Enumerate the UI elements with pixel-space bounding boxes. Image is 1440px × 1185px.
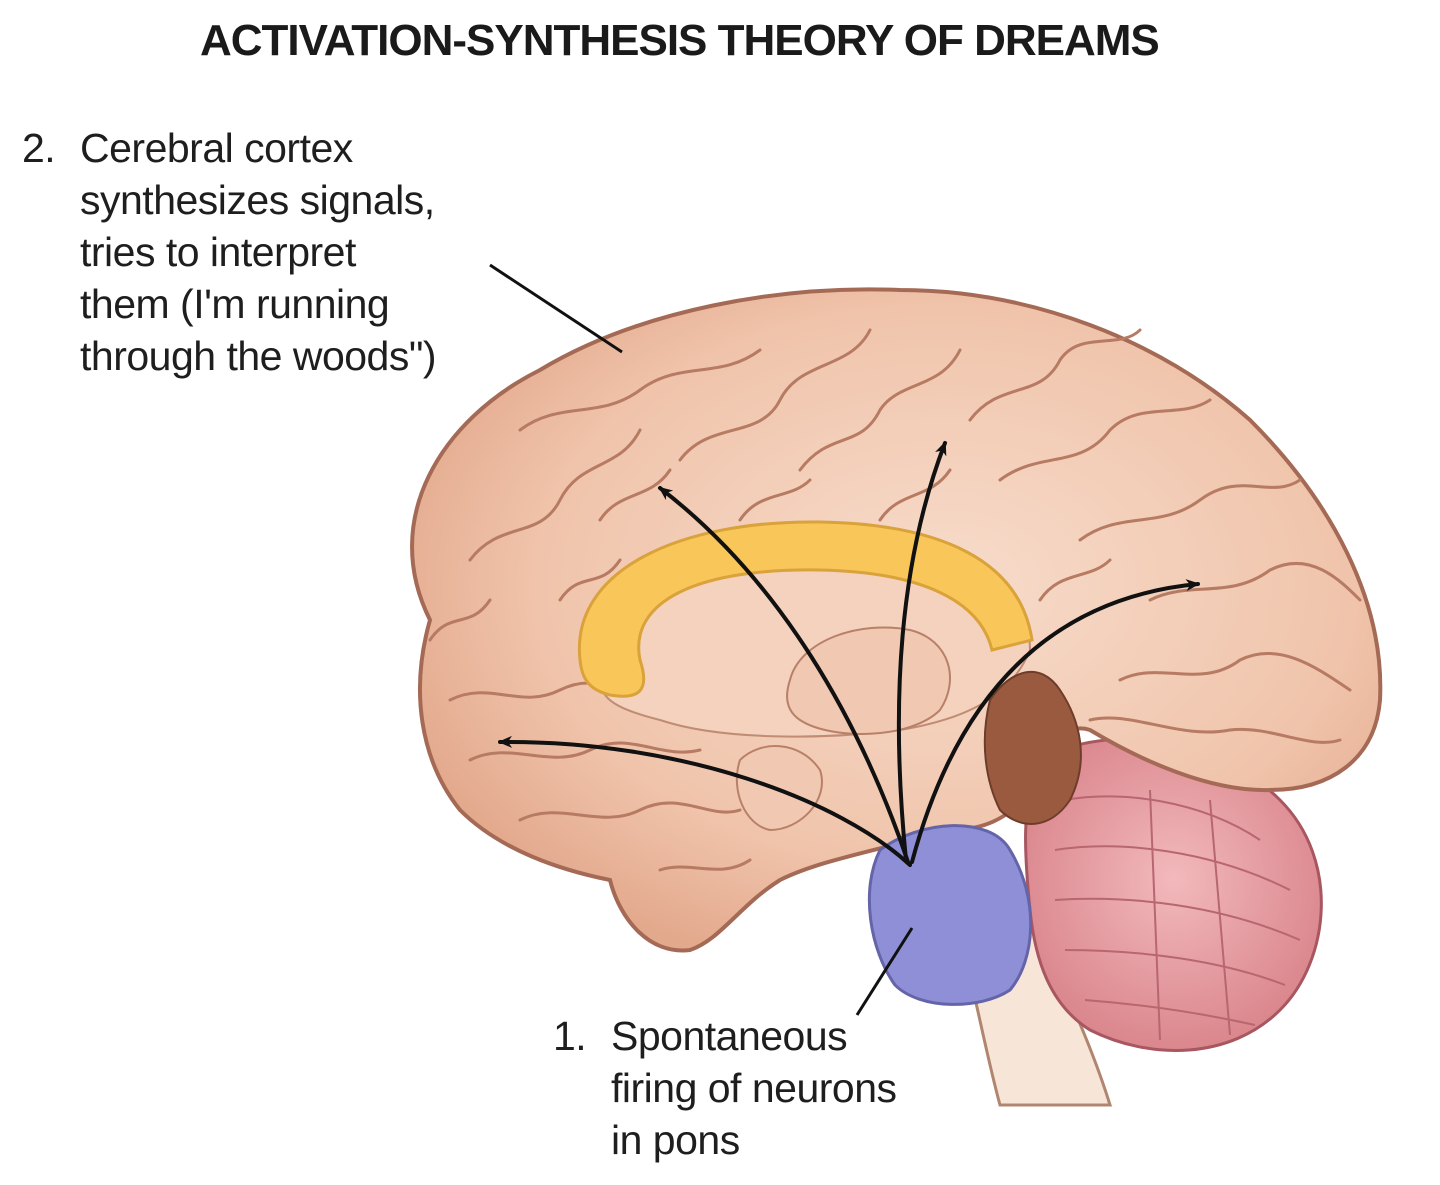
diagram-title: ACTIVATION-SYNTHESIS THEORY OF DREAMS — [200, 16, 1160, 65]
cortex-label-number: 2. — [22, 125, 56, 171]
pons-label-number: 1. — [553, 1013, 587, 1059]
arrow-to-parietal — [896, 441, 947, 862]
pons-label: 1. Spontaneous firing of neurons in pons — [553, 1010, 897, 1166]
cortex-label-line-4: them (I'm running — [80, 281, 390, 327]
pons-label-line-2: firing of neurons — [611, 1065, 897, 1111]
arrow-to-frontal-lobe — [498, 735, 912, 867]
cerebellum-folia — [1054, 789, 1301, 1041]
activation-arrows — [498, 441, 1200, 867]
pons-label-line-3: in pons — [611, 1117, 740, 1163]
cortex-label-line-5: through the woods") — [80, 333, 437, 379]
cortex-label: 2. Cerebral cortex synthesizes signals, … — [22, 122, 437, 382]
pons — [867, 824, 1033, 1006]
corpus-callosum — [577, 520, 1034, 698]
thalamus — [786, 626, 951, 735]
cortex-leader-line — [489, 263, 623, 354]
midbrain — [983, 671, 1082, 825]
pons-leader-line — [855, 927, 914, 1016]
arrow-to-occipital — [910, 579, 1200, 864]
cortex-folds — [428, 328, 1362, 872]
cortex-label-line-2: synthesizes signals, — [80, 177, 435, 223]
cortex-label-line-1: Cerebral cortex — [80, 125, 353, 171]
cortex-label-line-3: tries to interpret — [80, 229, 356, 275]
arrow-to-upper-frontal — [658, 486, 910, 864]
pons-label-line-1: Spontaneous — [611, 1013, 848, 1059]
